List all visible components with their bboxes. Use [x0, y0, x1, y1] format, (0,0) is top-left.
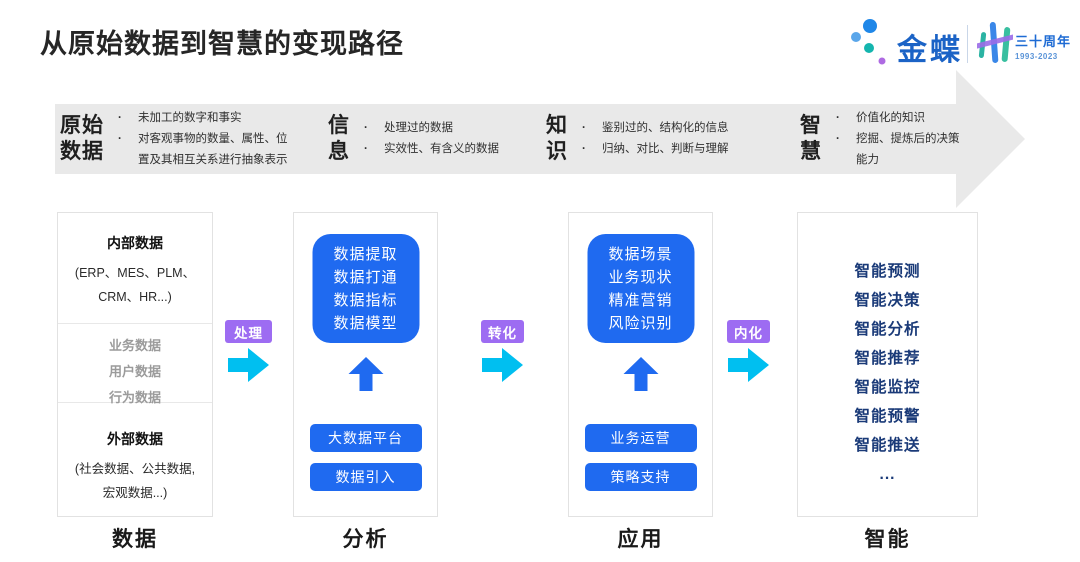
- banner-arrow-shape: [55, 70, 1025, 208]
- stage-points: 鉴别过的、结构化的信息 归纳、对比、判断与理解: [578, 118, 729, 160]
- intelligence-item: 智能推送: [854, 437, 921, 454]
- footer-label-intelligence: 智能: [864, 528, 911, 551]
- internal-data-line: CRM、HR...): [98, 290, 172, 304]
- intelligence-item: 智能分析: [854, 321, 921, 338]
- stage-point: 未加工的数字和事实: [114, 108, 290, 129]
- stage-raw-data: 原始 数据 未加工的数字和事实 对客观事物的数量、属性、位置及其相互关系进行抽象…: [60, 103, 318, 175]
- external-data-title: 外部数据: [107, 431, 163, 447]
- anniversary-30-icon: [977, 22, 1013, 63]
- stage-knowledge: 知 识 鉴别过的、结构化的信息 归纳、对比、判断与理解: [546, 103, 774, 175]
- intelligence-item: 智能预测: [854, 263, 921, 280]
- up-arrow-icon: [623, 357, 658, 391]
- column-intelligence: 智能预测 智能决策 智能分析 智能推荐 智能监控 智能预警 智能推送 ...: [797, 212, 978, 517]
- footer-label-application: 应用: [617, 528, 664, 551]
- intelligence-item: 智能监控: [854, 379, 921, 396]
- page-title: 从原始数据到智慧的变现路径: [40, 29, 404, 59]
- stage-wisdom: 智 慧 价值化的知识 挖掘、提炼后的决策能力: [800, 103, 970, 175]
- big-data-platform-button: 大数据平台: [309, 424, 422, 452]
- analysis-card-text: 数据提取 数据打通 数据指标 数据模型: [333, 245, 398, 332]
- kingdee-dots-icon: [851, 19, 886, 65]
- stage-point: 归纳、对比、判断与理解: [578, 139, 729, 160]
- stage-point: 实效性、有含义的数据: [360, 139, 499, 160]
- stage-name: 知 识: [546, 114, 568, 163]
- stage-information: 信 息 处理过的数据 实效性、有含义的数据: [328, 103, 518, 175]
- kingdee-logo: 金蝶 三十周年 1993-2023: [843, 12, 1080, 74]
- flow-badge-transform: 转化: [481, 320, 524, 343]
- column-data: 内部数据 (ERP、MES、PLM、 CRM、HR...) 业务数据 用户数据 …: [57, 212, 213, 517]
- strategy-support-button: 策略支持: [584, 463, 697, 491]
- external-data-line: (社会数据、公共数据,: [74, 462, 196, 476]
- flow-badge-process: 处理: [225, 320, 272, 343]
- external-data-line: 宏观数据...): [102, 486, 168, 500]
- column-application: 数据场景 业务现状 精准营销 风险识别 业务运营 策略支持: [568, 212, 713, 517]
- stage-name: 原始 数据: [60, 114, 104, 163]
- flow-badge-internalize: 内化: [727, 320, 770, 343]
- flow-arrow-right-icon: [482, 348, 523, 382]
- footer-label-data: 数据: [112, 528, 158, 551]
- anniversary-title: 三十周年: [1015, 34, 1072, 49]
- stage-points: 处理过的数据 实效性、有含义的数据: [360, 118, 499, 160]
- stage-point: 价值化的知识: [832, 108, 970, 129]
- application-card-text: 数据场景 业务现状 精准营销 风险识别: [608, 245, 673, 332]
- intelligence-item: 智能决策: [854, 292, 921, 309]
- internal-data-section: 内部数据 (ERP、MES、PLM、 CRM、HR...): [58, 213, 212, 323]
- brand-name: 金蝶: [897, 34, 963, 67]
- data-type-item: 用户数据: [108, 364, 161, 379]
- flow-arrow-right-icon: [228, 348, 269, 382]
- internal-data-line: (ERP、MES、PLM、: [74, 266, 196, 280]
- footer-label-analysis: 分析: [342, 528, 389, 551]
- internal-data-title: 内部数据: [107, 235, 163, 251]
- external-data-section: 外部数据 (社会数据、公共数据, 宏观数据...): [58, 403, 212, 505]
- intelligence-list: 智能预测 智能决策 智能分析 智能推荐 智能监控 智能预警 智能推送 ...: [798, 213, 977, 489]
- stage-name: 信 息: [328, 114, 350, 163]
- analysis-card: 数据提取 数据打通 数据指标 数据模型: [312, 234, 419, 343]
- stage-point: 挖掘、提炼后的决策能力: [832, 129, 970, 171]
- stage-point: 鉴别过的、结构化的信息: [578, 118, 729, 139]
- stage-points: 价值化的知识 挖掘、提炼后的决策能力: [832, 108, 970, 171]
- stage-point: 对客观事物的数量、属性、位置及其相互关系进行抽象表示: [114, 129, 290, 171]
- stage-name: 智 慧: [800, 114, 822, 163]
- stage-point: 处理过的数据: [360, 118, 499, 139]
- column-analysis: 数据提取 数据打通 数据指标 数据模型 大数据平台 数据引入: [293, 212, 438, 517]
- logo-divider: [967, 25, 968, 63]
- data-types-section: 业务数据 用户数据 行为数据: [58, 323, 212, 405]
- anniversary-text-block: 三十周年 1993-2023: [1015, 31, 1071, 61]
- data-type-item: 行为数据: [108, 390, 161, 405]
- stage-points: 未加工的数字和事实 对客观事物的数量、属性、位置及其相互关系进行抽象表示: [114, 108, 290, 171]
- intelligence-item: 智能推荐: [854, 350, 921, 367]
- application-card: 数据场景 业务现状 精准营销 风险识别: [587, 234, 694, 343]
- anniversary-years: 1993-2023: [1015, 52, 1058, 61]
- data-type-item: 业务数据: [108, 338, 161, 353]
- data-import-button: 数据引入: [309, 463, 422, 491]
- intelligence-item: 智能预警: [854, 408, 921, 425]
- business-operation-button: 业务运营: [584, 424, 697, 452]
- up-arrow-icon: [348, 357, 383, 391]
- flow-arrow-right-icon: [728, 348, 769, 382]
- intelligence-item-ellipsis: ...: [879, 466, 896, 483]
